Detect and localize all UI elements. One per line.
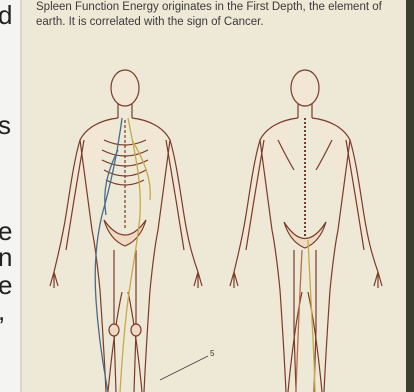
text-fragment: n xyxy=(0,244,12,270)
text-fragment: e xyxy=(0,218,12,244)
book-page: Spleen Function Energy originates in the… xyxy=(22,0,406,392)
frame-edge xyxy=(406,0,414,392)
front-body-figure xyxy=(50,70,202,392)
text-fragment: d xyxy=(0,2,12,28)
text-fragment: , xyxy=(0,298,5,324)
pointer-line xyxy=(160,356,208,380)
anatomy-figures: 5 xyxy=(22,0,406,392)
text-fragment: e xyxy=(0,272,12,298)
back-meridian-lines xyxy=(296,240,315,392)
figure-label: 5 xyxy=(210,349,215,358)
text-fragment: s xyxy=(0,112,11,138)
adjacent-page-fragment: d s e n e , xyxy=(0,0,22,392)
back-body-figure xyxy=(230,70,382,392)
